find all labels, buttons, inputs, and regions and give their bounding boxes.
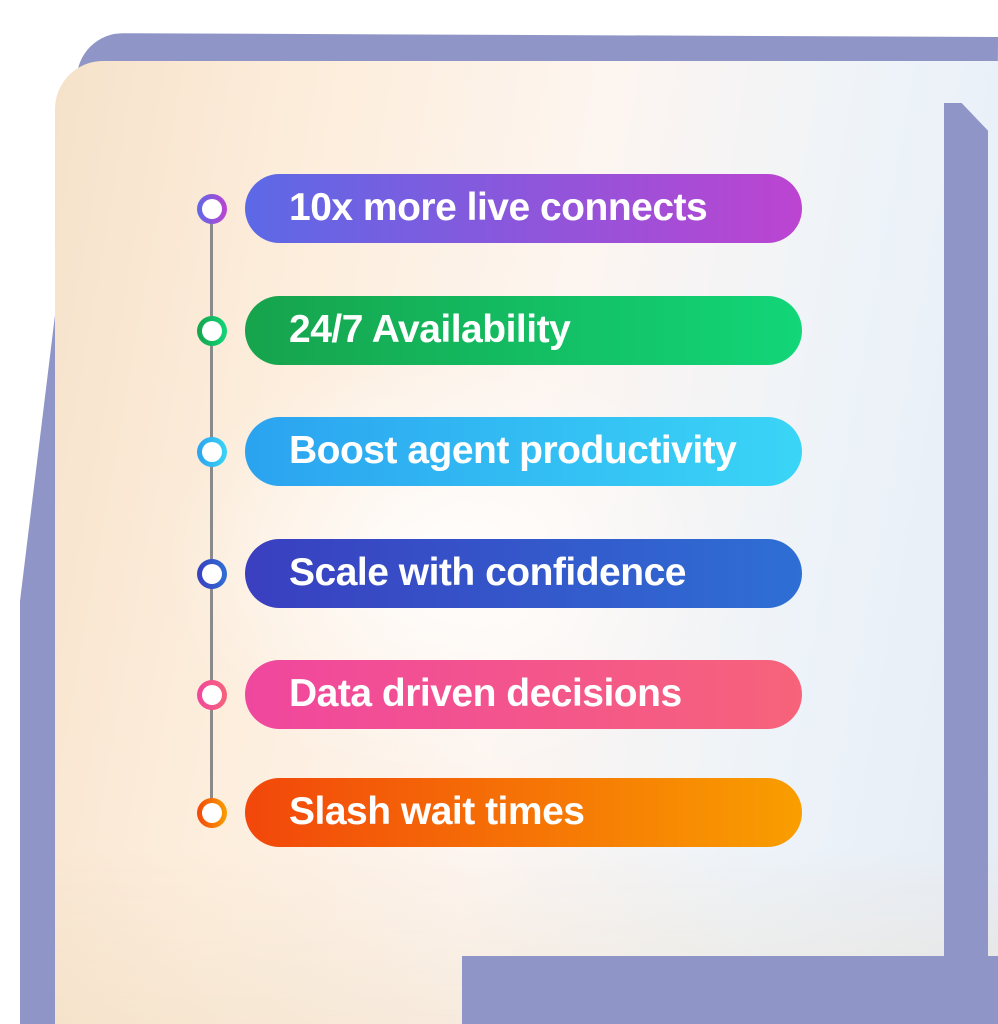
timeline-dot bbox=[197, 558, 227, 589]
timeline-item: Scale with confidence bbox=[197, 539, 802, 608]
pill-label: 24/7 Availability bbox=[289, 307, 571, 351]
feature-pill: Scale with confidence bbox=[245, 539, 802, 608]
timeline-dot-core bbox=[202, 320, 222, 341]
timeline-item: 10x more live connects bbox=[197, 174, 802, 243]
pill-label: Boost agent productivity bbox=[289, 428, 737, 472]
timeline-item: Slash wait times bbox=[197, 778, 802, 847]
backdrop-bottom-band bbox=[462, 956, 998, 1024]
timeline-dot bbox=[197, 315, 227, 346]
timeline-dot-core bbox=[202, 198, 222, 219]
pill-label: 10x more live connects bbox=[289, 185, 708, 229]
feature-pill: Slash wait times bbox=[245, 778, 802, 847]
timeline-dot-core bbox=[202, 563, 222, 584]
backdrop-right-strip bbox=[944, 103, 988, 1024]
pill-label: Scale with confidence bbox=[289, 550, 686, 594]
timeline-item: 24/7 Availability bbox=[197, 296, 802, 365]
timeline-connector-line bbox=[210, 208, 213, 813]
feature-pill: Boost agent productivity bbox=[245, 417, 802, 486]
feature-pill: 10x more live connects bbox=[245, 174, 802, 243]
timeline-dot bbox=[197, 797, 227, 828]
timeline-dot bbox=[197, 679, 227, 710]
feature-pill: Data driven decisions bbox=[245, 660, 802, 729]
timeline-dot-core bbox=[202, 441, 222, 462]
feature-pill: 24/7 Availability bbox=[245, 296, 802, 365]
backdrop-left-strip bbox=[20, 307, 56, 1024]
timeline-item: Boost agent productivity bbox=[197, 417, 802, 486]
pill-label: Data driven decisions bbox=[289, 671, 682, 715]
pill-label: Slash wait times bbox=[289, 789, 585, 833]
timeline-dot bbox=[197, 193, 227, 224]
timeline-dot bbox=[197, 436, 227, 467]
timeline-item: Data driven decisions bbox=[197, 660, 802, 729]
timeline-dot-core bbox=[202, 802, 222, 823]
timeline-dot-core bbox=[202, 684, 222, 705]
